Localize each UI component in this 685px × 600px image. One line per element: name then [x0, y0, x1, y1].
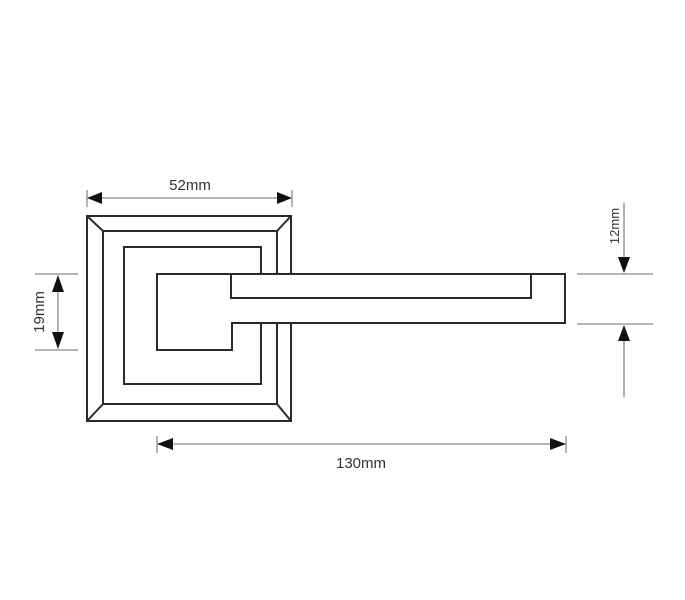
dimension-rose-width: 52mm	[86, 177, 293, 207]
dimension-spindle-height: 19mm	[31, 273, 78, 351]
dimension-label-130mm: 130mm	[336, 455, 386, 472]
dimension-lever-length: 130mm	[156, 436, 567, 472]
arrowhead-up-icon	[52, 275, 64, 292]
arrowhead-down-icon	[52, 332, 64, 349]
bevel-corner-tr	[276, 215, 292, 232]
dimension-label-12mm: 12mm	[607, 208, 622, 244]
dimension-lever-thickness: 12mm	[577, 203, 653, 397]
lever-handle	[156, 273, 566, 351]
arrowhead-right-icon	[550, 438, 566, 450]
dimension-label-19mm: 19mm	[31, 291, 48, 333]
arrowhead-left-icon	[157, 438, 173, 450]
arrowhead-up-icon	[618, 325, 630, 341]
bevel-corner-tl	[86, 215, 104, 232]
dimension-label-52mm: 52mm	[169, 177, 211, 194]
arrowhead-right-icon	[277, 192, 292, 204]
bevel-corner-bl	[86, 403, 104, 422]
lever-outline	[156, 273, 566, 351]
bevel-corner-br	[276, 403, 292, 422]
arrowhead-down-icon	[618, 257, 630, 273]
lever-top-face	[230, 274, 532, 299]
arrowhead-left-icon	[87, 192, 102, 204]
